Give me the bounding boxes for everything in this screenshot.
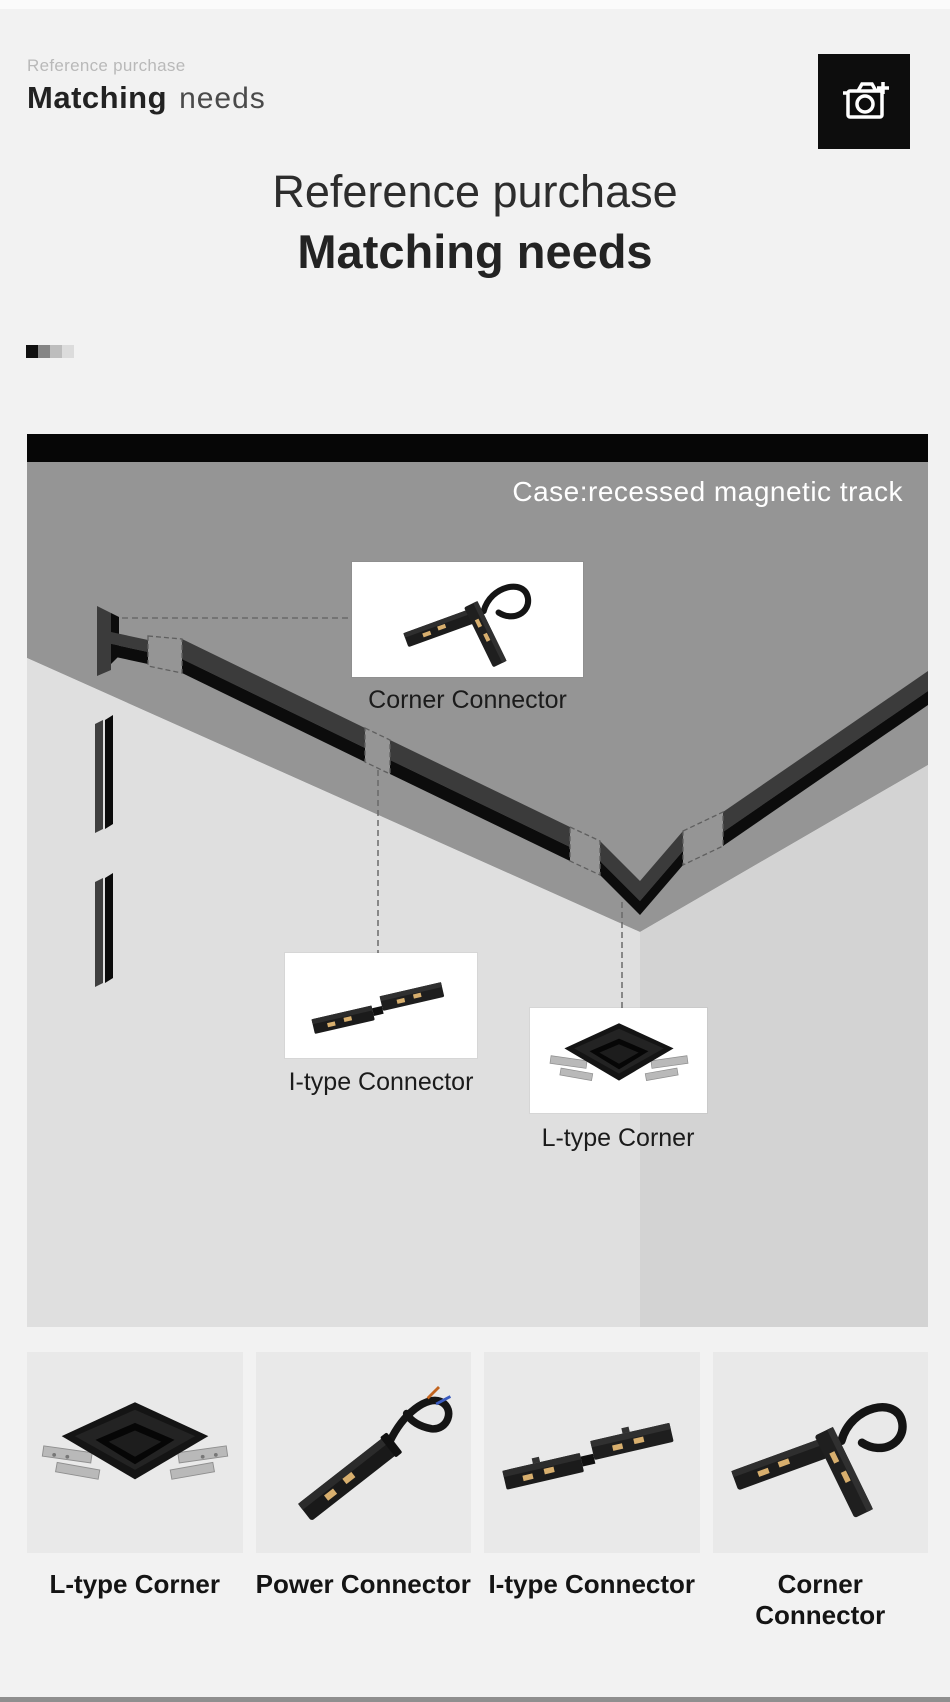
product-card-l-type-corner[interactable]: L-type Corner <box>27 1352 243 1631</box>
scene-caption: Case:recessed magnetic track <box>512 476 903 507</box>
corner-connector-image <box>402 583 531 667</box>
product-label: Power Connector <box>255 1569 471 1599</box>
callout-card-i-type-connector <box>285 953 477 1058</box>
product-thumb <box>484 1352 700 1553</box>
gradient-swatch-4 <box>62 345 74 358</box>
ceiling-plane <box>27 462 928 932</box>
l-type-corner-image <box>41 1401 228 1480</box>
header-title-bold: Matching <box>27 80 168 115</box>
connector-gap-outlines <box>147 635 724 877</box>
gradient-swatch-1 <box>26 345 38 358</box>
gradient-swatch-2 <box>38 345 50 358</box>
callout-card-l-type-corner <box>530 1008 707 1113</box>
header-title-light: needs <box>179 82 266 115</box>
gradient-strip <box>26 345 74 358</box>
power-connector-image <box>298 1385 453 1520</box>
i-type-connector-image <box>311 982 445 1034</box>
gap-corner <box>147 635 183 674</box>
camera-plus-icon <box>843 81 889 119</box>
product-thumb <box>712 1352 928 1553</box>
track-run-left-a <box>182 639 365 762</box>
hero-line-1: Reference purchase <box>272 166 678 217</box>
product-thumb <box>255 1352 471 1553</box>
i-type-connector-image <box>502 1422 674 1489</box>
gap-apex-left <box>569 825 601 877</box>
gap-mid-run <box>364 726 391 776</box>
callout-label-i-type-connector: I-type Connector <box>288 1068 474 1096</box>
product-label: I-type Connector <box>488 1569 696 1599</box>
product-card-power-connector[interactable]: Power Connector <box>255 1352 471 1631</box>
l-type-corner-image <box>549 1022 688 1081</box>
wall-track-marks <box>95 715 113 987</box>
gradient-swatch-3 <box>50 345 62 358</box>
product-card-i-type-connector[interactable]: I-type Connector <box>484 1352 700 1631</box>
leader-lines <box>122 617 623 1008</box>
products-row: L-type Corner Power Connector <box>27 1352 928 1631</box>
product-card-corner-connector[interactable]: Corner Connector <box>712 1352 928 1631</box>
bottom-divider <box>0 1697 950 1702</box>
corner-connector-image <box>731 1402 907 1517</box>
header-eyebrow: Reference purchase <box>27 56 186 75</box>
header-title: Matching needs <box>27 80 266 116</box>
product-label: Corner Connector <box>755 1569 886 1630</box>
hero-line-2: Matching needs <box>297 225 653 278</box>
callout-card-corner-connector <box>352 562 583 677</box>
track-run-left-b <box>390 740 570 861</box>
track-corner-piece <box>97 606 148 676</box>
top-strip <box>0 0 950 9</box>
track-run-right <box>723 671 928 846</box>
camera-search-button[interactable] <box>818 54 910 149</box>
track-apex-piece <box>600 831 683 915</box>
callout-label-l-type-corner: L-type Corner <box>541 1124 695 1152</box>
product-thumb <box>27 1352 243 1553</box>
callout-label-corner-connector: Corner Connector <box>368 686 567 714</box>
scene-top-bar <box>27 434 928 462</box>
product-label: L-type Corner <box>49 1569 220 1599</box>
scene-panel: Case:recessed magnetic track Corn <box>27 434 928 1327</box>
wall-right <box>640 765 928 1327</box>
